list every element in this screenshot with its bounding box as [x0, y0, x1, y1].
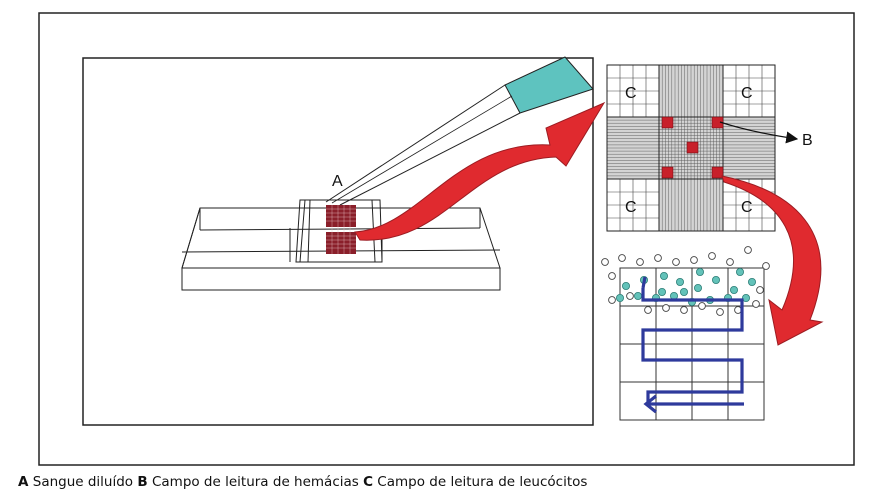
- counting-path-start: [641, 276, 647, 289]
- cell-open: [744, 246, 752, 254]
- pipette: [325, 56, 594, 206]
- cell-teal: [616, 293, 625, 302]
- cell-open: [690, 256, 698, 264]
- red-arrow-to-grid: [354, 101, 606, 241]
- cell-open: [708, 252, 716, 260]
- cell-open: [716, 308, 724, 316]
- label-c-bottom-left: C: [625, 199, 637, 216]
- cell-open: [636, 258, 644, 266]
- cell-open: [680, 306, 688, 314]
- b-pointer-arrow: [719, 121, 799, 144]
- cell-open: [756, 286, 764, 294]
- cell-open: [644, 306, 652, 314]
- counting-path-end-arrow: [643, 394, 744, 414]
- cell-teal: [736, 267, 745, 276]
- cell-open: [662, 304, 670, 312]
- cell-open: [672, 258, 680, 266]
- cell-teal: [748, 277, 757, 286]
- cells: [601, 246, 770, 316]
- caption-text-c: Campo de leitura de leucócitos: [373, 474, 588, 490]
- counting-chamber-slide: [181, 199, 501, 291]
- cell-open: [654, 254, 662, 262]
- rbc-square: [686, 141, 699, 154]
- cell-open: [726, 258, 734, 266]
- counting-path-blue: [641, 288, 744, 404]
- outer-frame: [38, 12, 855, 466]
- cell-teal: [622, 281, 631, 290]
- cell-teal: [634, 291, 643, 300]
- figure-caption: A Sangue diluído B Campo de leitura de h…: [18, 472, 878, 492]
- cell-open: [626, 292, 634, 300]
- neubauer-grid: [606, 64, 776, 232]
- cell-open: [762, 262, 770, 270]
- cell-teal: [712, 275, 721, 284]
- cell-open: [608, 296, 616, 304]
- cell-open: [601, 258, 609, 266]
- caption-key-b: B: [137, 474, 148, 490]
- counting-grid-small: [326, 205, 356, 254]
- label-c-top-left: C: [625, 85, 637, 102]
- label-b: B: [802, 132, 813, 149]
- caption-key-c: C: [363, 474, 374, 490]
- red-arrow-to-detail: [721, 175, 824, 346]
- label-a: A: [332, 173, 343, 190]
- cell-teal: [730, 285, 739, 294]
- caption-key-a: A: [18, 474, 29, 490]
- label-c-top-right: C: [741, 85, 753, 102]
- cell-teal: [680, 287, 689, 296]
- cell-teal: [696, 267, 705, 276]
- cell-teal: [676, 277, 685, 286]
- cell-open: [618, 254, 626, 262]
- cell-open: [698, 302, 706, 310]
- cell-open: [752, 300, 760, 308]
- cell-teal: [660, 271, 669, 280]
- rbc-square: [661, 116, 674, 129]
- hemocytometer-diagram: A C: [38, 12, 855, 466]
- cell-teal: [658, 287, 667, 296]
- cell-teal: [694, 283, 703, 292]
- rbc-square: [711, 166, 724, 179]
- label-c-bottom-right: C: [741, 199, 753, 216]
- detail-counting-grid: [619, 267, 765, 421]
- caption-text-a: Sangue diluído: [28, 474, 138, 490]
- microscope-view-panel: [82, 57, 594, 426]
- rbc-square: [661, 166, 674, 179]
- cell-teal: [742, 293, 751, 302]
- caption-text-b: Campo de leitura de hemácias: [147, 474, 364, 490]
- cell-open: [734, 306, 742, 314]
- cell-open: [608, 272, 616, 280]
